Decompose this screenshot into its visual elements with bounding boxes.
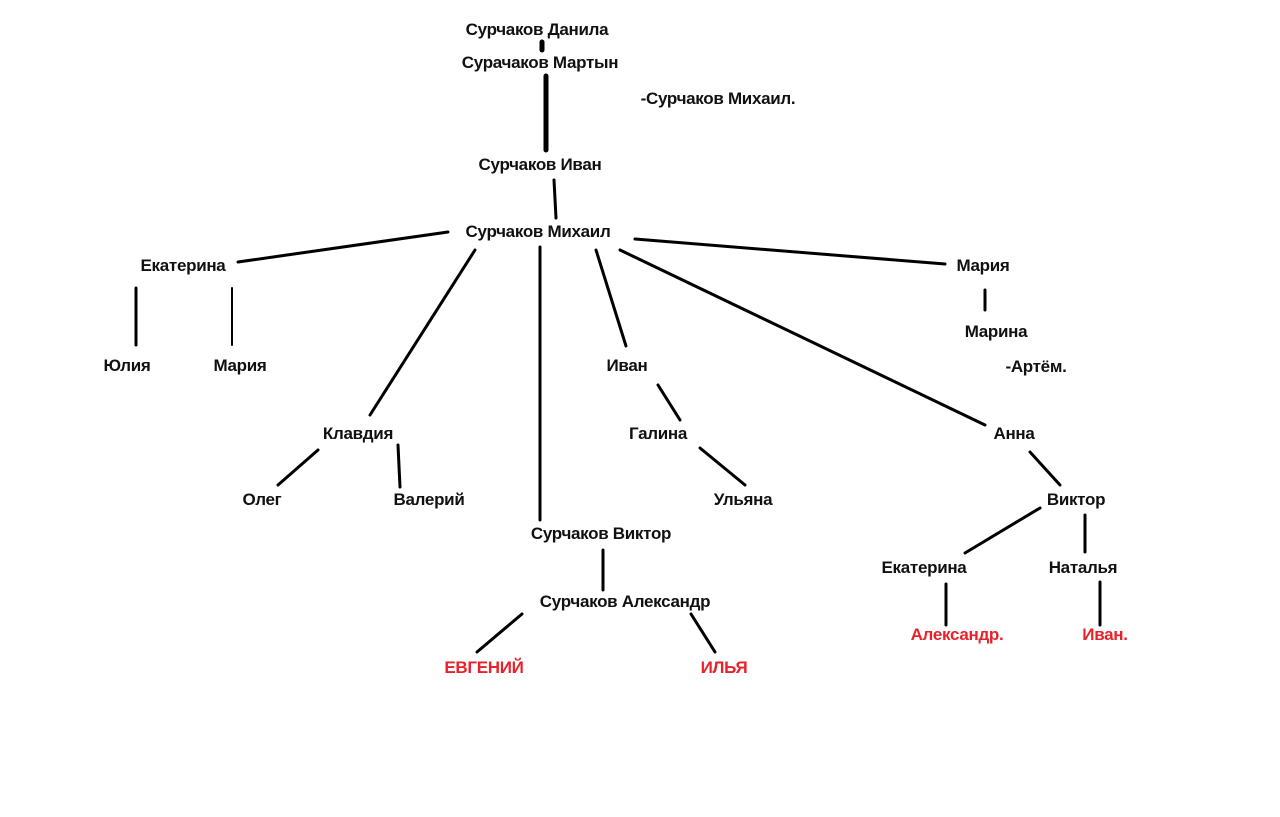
connector	[656, 383, 682, 422]
person-ivan-surchakov: Сурчаков Иван	[478, 155, 602, 174]
connector	[552, 178, 558, 220]
person-galina: Галина	[628, 424, 688, 443]
connector	[368, 248, 477, 417]
person-ivan: Иван	[606, 356, 648, 375]
connector	[475, 612, 524, 654]
person-maria-right: Мария	[956, 256, 1010, 275]
person-yulia: Юлия	[103, 356, 151, 375]
person-alexander: Александр.	[910, 625, 1004, 644]
connector	[276, 448, 320, 487]
person-mikhail-surchakov: Сурчаков Михаил	[465, 222, 611, 241]
person-klavdia: Клавдия	[322, 424, 394, 443]
connector	[1028, 450, 1062, 487]
person-martyn: Сурачаков Мартын	[461, 53, 619, 72]
connector	[618, 248, 987, 427]
person-marina: Марина	[964, 322, 1028, 341]
person-maria-left: Мария	[213, 356, 267, 375]
person-ulyana: Ульяна	[713, 490, 773, 509]
person-oleg: Олег	[242, 490, 282, 509]
person-alexander-surchakov: Сурчаков Александр	[539, 592, 711, 611]
person-evgeny: ЕВГЕНИЙ	[444, 658, 524, 677]
person-artem: -Артём.	[1005, 357, 1067, 376]
connector	[689, 612, 717, 654]
connector	[633, 237, 947, 266]
connector	[698, 446, 747, 487]
person-viktor: Виктор	[1046, 490, 1106, 509]
person-viktor-surchakov: Сурчаков Виктор	[530, 524, 672, 543]
person-danila: Сурчаков Данила	[465, 20, 609, 39]
person-natalia: Наталья	[1048, 558, 1118, 577]
person-anna: Анна	[993, 424, 1035, 443]
note-mikhail: -Сурчаков Михаил.	[640, 89, 796, 108]
connector	[236, 230, 450, 264]
connector	[594, 248, 628, 348]
person-ivan-2: Иван.	[1082, 625, 1128, 644]
connector	[396, 443, 402, 489]
person-ekaterina-2: Екатерина	[881, 558, 967, 577]
person-ekaterina: Екатерина	[140, 256, 226, 275]
person-valery: Валерий	[393, 490, 465, 509]
person-ilya: ИЛЬЯ	[700, 658, 748, 677]
connector	[963, 506, 1042, 555]
